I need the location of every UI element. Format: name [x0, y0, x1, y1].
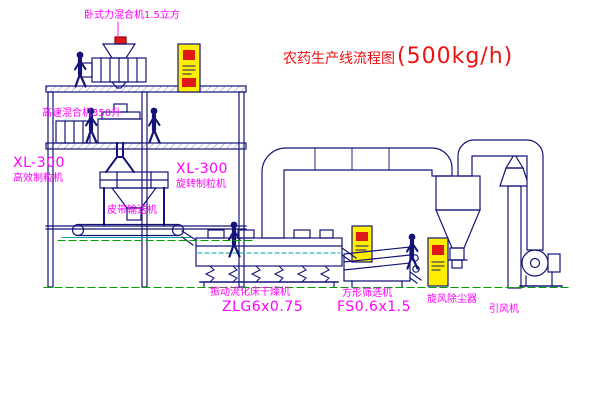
high-speed-mixer [97, 103, 143, 144]
ground-lines [43, 239, 569, 289]
label-fluid-bed-dryer-model: ZLG6x0.75 [222, 299, 304, 315]
operator-figure [149, 108, 160, 143]
drawing-title-text: 农药生产线流程图 [283, 51, 395, 67]
rotary-granulator [99, 171, 169, 226]
drawing-title: 农药生产线流程图 (500kg/h) [283, 44, 513, 69]
operator-figure [75, 52, 86, 87]
label-square-sieve-model: FS0.6x1.5 [337, 299, 412, 315]
exhaust-stack [499, 147, 530, 289]
label-high-speed-mixer: 高速混合机350升 [42, 108, 122, 119]
control-cabinet-top [177, 43, 201, 93]
label-horizontal-mixer: 卧式力混合机1.5立方 [84, 10, 180, 21]
label-fluid-bed-dryer: 振动流化床干燥机 [210, 287, 290, 298]
discharge-y-pipe [104, 142, 136, 174]
operator-figure [407, 234, 418, 269]
label-induced-draft-fan: 引风机 [489, 304, 519, 315]
aux-machine [55, 120, 91, 144]
label-granulator-mid-name: 旋转制粒机 [176, 179, 226, 190]
label-granulator-left-name: 高效制粒机 [13, 173, 63, 184]
label-belt-conveyor: 皮带输送机 [107, 205, 157, 216]
exhaust-duct [261, 147, 453, 239]
horizontal-mixer [78, 57, 147, 89]
label-cyclone: 旋风除尘器 [427, 294, 477, 305]
induced-draft-fan [519, 249, 563, 287]
control-cabinet-cyclone [427, 237, 449, 287]
belt-conveyor [71, 223, 185, 237]
cyclone-separator [435, 139, 544, 269]
feed-hopper [101, 36, 137, 59]
label-granulator-mid-model: XL-300 [176, 161, 228, 177]
operator-figure [229, 222, 240, 257]
label-granulator-left-model: XL-300 [13, 155, 65, 171]
label-square-sieve: 方形筛选机 [342, 288, 392, 299]
drawing-title-capacity: (500kg/h) [397, 44, 514, 69]
